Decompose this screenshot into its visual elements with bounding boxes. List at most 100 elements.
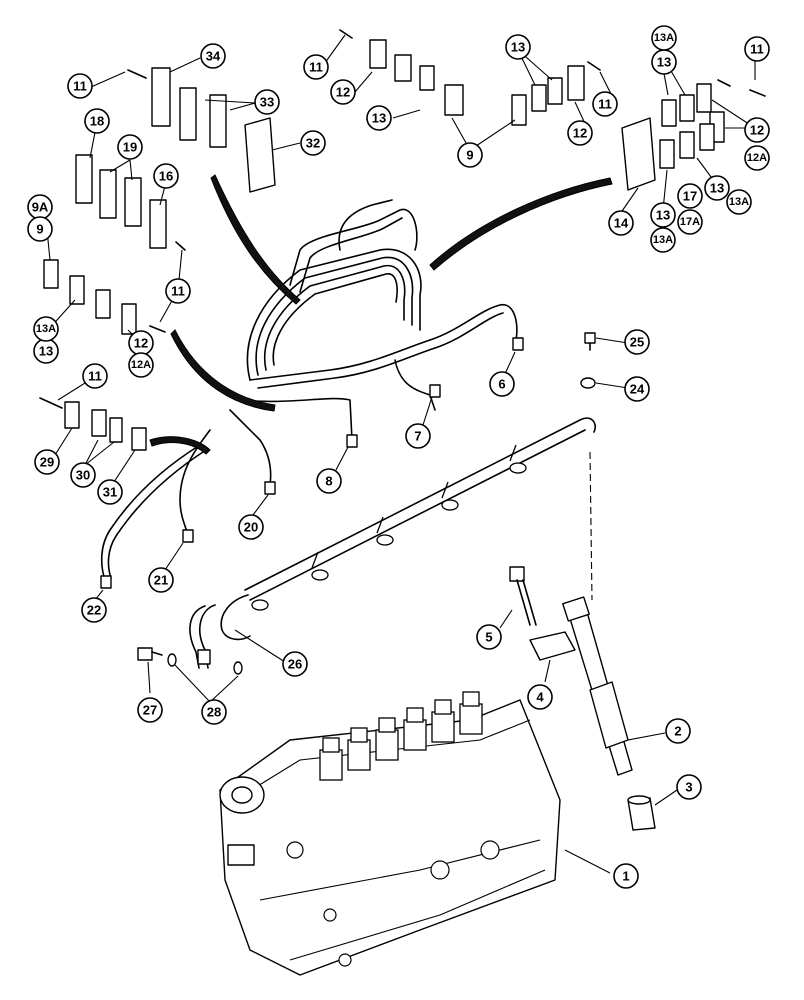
callout-7: 7 xyxy=(405,423,431,449)
callout-circle xyxy=(613,863,639,889)
callout-label: 16 xyxy=(159,169,173,184)
callout-circle xyxy=(200,43,226,69)
callout-12a: 12A xyxy=(744,145,770,171)
callout-circle xyxy=(316,468,342,494)
callout-circle xyxy=(476,624,502,650)
callout-circle xyxy=(303,54,329,80)
callout-4: 4 xyxy=(527,684,553,710)
callout-circle xyxy=(82,363,108,389)
leak-off-line xyxy=(189,417,596,669)
callout-label: 3 xyxy=(685,780,692,795)
callout-circle xyxy=(366,105,392,131)
callout-circle xyxy=(97,479,123,505)
callout-label: 6 xyxy=(498,377,505,392)
callout-label: 13 xyxy=(710,181,724,196)
callout-label: 28 xyxy=(207,705,221,720)
injection-pump xyxy=(219,691,561,976)
callout-circle xyxy=(201,699,227,725)
callout-9: 9 xyxy=(27,216,53,242)
callout-18: 18 xyxy=(84,108,110,134)
callout-label: 19 xyxy=(123,140,137,155)
callout-circle xyxy=(128,352,154,378)
callout-label: 13A xyxy=(729,196,749,208)
callout-label: 12 xyxy=(573,126,587,141)
callout-circle xyxy=(744,145,770,171)
callout-34: 34 xyxy=(200,43,226,69)
callout-circle xyxy=(505,34,531,60)
callout-29: 29 xyxy=(34,449,60,475)
callout-13: 13 xyxy=(651,49,677,75)
callout-label: 27 xyxy=(143,703,157,718)
callout-label: 24 xyxy=(630,382,645,397)
callout-circle xyxy=(624,376,650,402)
callout-label: 17 xyxy=(683,189,697,204)
callout-11: 11 xyxy=(744,36,770,62)
callout-circle xyxy=(489,371,515,397)
callout-13a: 13A xyxy=(650,227,676,253)
callout-16: 16 xyxy=(153,163,179,189)
callout-circle xyxy=(567,120,593,146)
callout-circle xyxy=(300,130,326,156)
leader-lines xyxy=(46,34,756,874)
callout-label: 30 xyxy=(76,468,90,483)
callout-11: 11 xyxy=(67,73,93,99)
callout-5: 5 xyxy=(476,624,502,650)
callout-label: 20 xyxy=(244,520,258,535)
callout-2: 2 xyxy=(665,718,691,744)
callout-circle xyxy=(677,209,703,235)
callout-17: 17 xyxy=(677,183,703,209)
callout-25: 25 xyxy=(624,329,650,355)
callout-11: 11 xyxy=(303,54,329,80)
callout-label: 26 xyxy=(288,657,302,672)
top-clamp-parts xyxy=(369,39,585,126)
callout-label: 12 xyxy=(750,123,764,138)
callout-12a: 12A xyxy=(128,352,154,378)
callout-label: 12 xyxy=(336,85,350,100)
callout-label: 12A xyxy=(747,152,767,164)
callout-label: 12 xyxy=(134,336,148,351)
callout-label: 11 xyxy=(309,60,323,75)
callout-13: 13 xyxy=(33,338,59,364)
callout-label: 11 xyxy=(88,369,102,384)
callout-label: 34 xyxy=(206,49,221,64)
callout-label: 29 xyxy=(40,455,54,470)
pointer-wedge xyxy=(429,177,613,271)
callout-label: 8 xyxy=(325,474,332,489)
callout-33: 33 xyxy=(254,89,280,115)
callout-13a: 13A xyxy=(726,189,752,215)
callout-circle xyxy=(254,89,280,115)
callout-8: 8 xyxy=(316,468,342,494)
callout-circle xyxy=(33,316,59,342)
callout-label: 9 xyxy=(466,148,473,163)
pointer-wedge xyxy=(149,436,211,455)
callout-label: 13A xyxy=(653,234,673,246)
callout-32: 32 xyxy=(300,130,326,156)
callout-label: 11 xyxy=(171,284,185,299)
right-clamp-parts xyxy=(621,79,766,191)
injector xyxy=(562,451,633,776)
banjo-bolt-small xyxy=(584,332,596,351)
callout-circle xyxy=(676,774,702,800)
callout-label: 13 xyxy=(372,111,386,126)
callout-label: 7 xyxy=(414,429,421,444)
callout-label: 5 xyxy=(485,630,492,645)
callout-circle xyxy=(457,142,483,168)
callout-circle xyxy=(608,210,634,236)
callout-circle xyxy=(165,278,191,304)
callout-label: 2 xyxy=(674,724,681,739)
callout-circle xyxy=(726,189,752,215)
pointer-wedge xyxy=(170,329,276,412)
callout-13a: 13A xyxy=(33,316,59,342)
callout-label: 13 xyxy=(656,208,670,223)
callout-20: 20 xyxy=(238,514,264,540)
callout-circle xyxy=(405,423,431,449)
callout-circle xyxy=(677,183,703,209)
callout-11: 11 xyxy=(165,278,191,304)
callout-17a: 17A xyxy=(677,209,703,235)
callout-12: 12 xyxy=(330,79,356,105)
callout-circle xyxy=(84,108,110,134)
callout-circle xyxy=(137,697,163,723)
callout-13a: 13A xyxy=(651,25,677,51)
callout-24: 24 xyxy=(624,376,650,402)
